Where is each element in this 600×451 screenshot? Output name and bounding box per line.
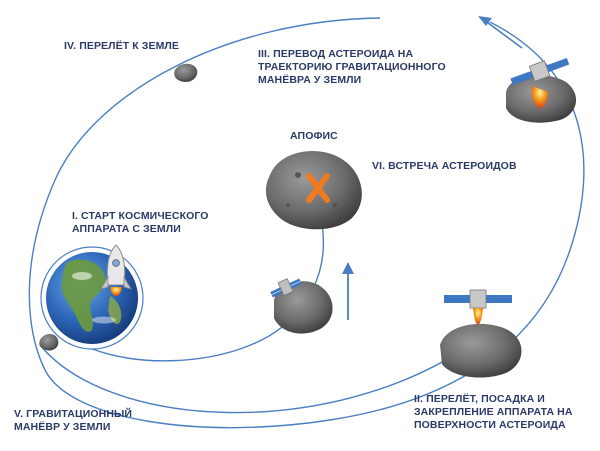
direction-arrow-icon	[342, 262, 354, 320]
thrust-flame-icon	[473, 308, 483, 325]
label-stage2: II. ПЕРЕЛЁТ, ПОСАДКА И ЗАКРЕПЛЕНИЕ АППАР…	[414, 393, 573, 432]
label-stage1-line1: I. СТАРТ КОСМИЧЕСКОГО	[72, 210, 209, 222]
label-stage5-line2: МАНЁВР У ЗЕМЛИ	[14, 421, 111, 433]
earth-icon	[40, 246, 144, 350]
label-stage2-line2: ЗАКРЕПЛЕНИЕ АППАРАТА НА	[414, 406, 573, 418]
asteroid-icon	[174, 63, 198, 82]
label-stage3: III. ПЕРЕВОД АСТЕРОИДА НА ТРАЕКТОРИЮ ГРА…	[258, 48, 446, 87]
thrust-flame-icon	[531, 86, 548, 109]
large-orbit-trajectory	[28, 17, 585, 429]
label-apophis: АПОФИС	[290, 130, 338, 142]
label-stage1-line2: АППАРАТА С ЗЕМЛИ	[72, 223, 181, 235]
label-stage3-line3: МАНЁВРА У ЗЕМЛИ	[258, 74, 362, 86]
label-stage2-line3: ПОВЕРХНОСТИ АСТЕРОИДА	[414, 419, 566, 431]
direction-arrow-icon	[478, 16, 523, 49]
rocket-icon	[100, 244, 132, 296]
label-stage6: VI. ВСТРЕЧА АСТЕРОИДОВ	[372, 160, 517, 172]
label-stage3-line1: III. ПЕРЕВОД АСТЕРОИДА НА	[258, 48, 414, 60]
label-stage2-line1: II. ПЕРЕЛЁТ, ПОСАДКА И	[414, 393, 545, 405]
label-stage1: I. СТАРТ КОСМИЧЕСКОГО АППАРАТА С ЗЕМЛИ	[72, 210, 209, 236]
label-stage5-line1: V. ГРАВИТАЦИОННЫЙ	[14, 408, 133, 420]
spacecraft-icon	[444, 289, 512, 325]
asteroid-icon	[39, 334, 59, 351]
lower-orbit-arc	[39, 344, 471, 414]
spacecraft-icon	[510, 57, 570, 86]
asteroid-icon	[274, 281, 333, 334]
spacecraft-icon	[270, 278, 302, 298]
label-stage3-line2: ТРАЕКТОРИЮ ГРАВИТАЦИОННОГО	[258, 61, 446, 73]
label-stage4: IV. ПЕРЕЛЁТ К ЗЕМЛЕ	[64, 40, 179, 52]
impact-x-icon	[306, 173, 330, 203]
thrust-flame-icon	[110, 287, 122, 296]
asteroid-icon	[440, 323, 522, 378]
label-stage5: V. ГРАВИТАЦИОННЫЙ МАНЁВР У ЗЕМЛИ	[14, 408, 132, 434]
